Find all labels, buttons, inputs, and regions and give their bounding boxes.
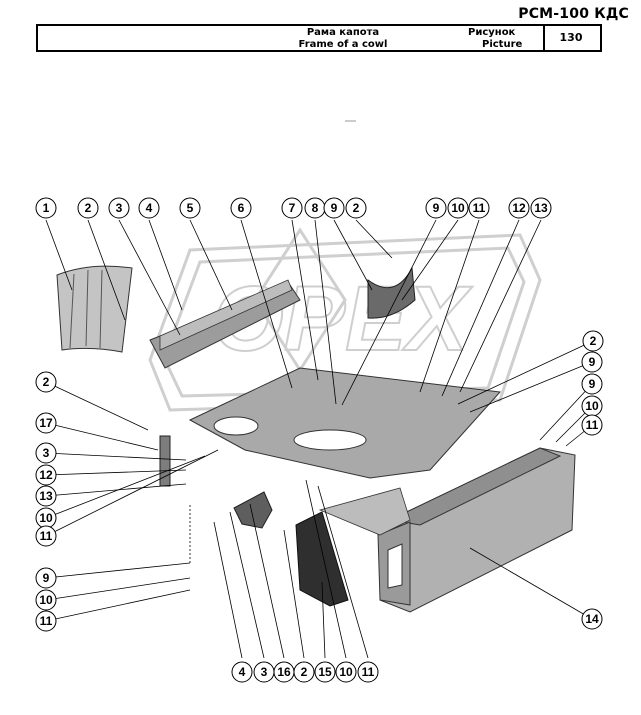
svg-text:6: 6 xyxy=(238,201,245,215)
callout-left-13: 13 xyxy=(35,485,57,507)
svg-text:10: 10 xyxy=(585,399,599,413)
leader-lines xyxy=(45,219,594,659)
part-15-side-panel xyxy=(295,511,349,607)
svg-text:11: 11 xyxy=(362,665,375,679)
callout-left-3: 3 xyxy=(35,442,57,464)
callout-left-17: 17 xyxy=(35,412,57,434)
part-16-plate xyxy=(233,491,273,529)
svg-text:10: 10 xyxy=(39,593,53,607)
callout-bottom-16: 16 xyxy=(273,661,295,683)
callout-top-10: 10 xyxy=(447,197,469,219)
callout-top-9: 9 xyxy=(323,197,345,219)
svg-text:13: 13 xyxy=(39,489,53,503)
callout-top-13: 13 xyxy=(530,197,552,219)
title-en: Frame of a cowl xyxy=(298,39,388,50)
svg-text:7: 7 xyxy=(289,201,296,215)
svg-text:13: 13 xyxy=(534,201,548,215)
svg-text:16: 16 xyxy=(277,665,291,679)
part-14-housing xyxy=(318,447,576,613)
svg-text:8: 8 xyxy=(312,201,319,215)
callout-bottom-10: 10 xyxy=(335,661,357,683)
callout-bottom-2: 2 xyxy=(293,661,315,683)
svg-text:3: 3 xyxy=(116,201,123,215)
callout-top-8: 8 xyxy=(304,197,326,219)
model-code: РСМ-100 КДС xyxy=(518,6,629,22)
callout-right-10: 10 xyxy=(581,395,603,417)
svg-text:11: 11 xyxy=(586,418,599,432)
callout-left-10b: 10 xyxy=(35,589,57,611)
part-6-main-plate xyxy=(188,367,502,479)
callouts: 1 2 3 4 5 6 7 8 9 2 9 10 11 12 13 2 9 9 … xyxy=(35,197,604,683)
callout-right-2: 2 xyxy=(582,330,604,352)
part-8-bracket xyxy=(367,266,416,319)
callout-right-14: 14 xyxy=(581,608,603,630)
callout-top-5: 5 xyxy=(179,197,201,219)
callout-bottom-11: 11 xyxy=(357,661,379,683)
svg-text:5: 5 xyxy=(187,201,194,215)
callout-top-1: 1 xyxy=(35,197,57,219)
svg-text:10: 10 xyxy=(339,665,353,679)
svg-text:4: 4 xyxy=(239,665,246,679)
svg-text:2: 2 xyxy=(353,201,360,215)
picture-label-ru: Рисунок xyxy=(468,27,516,38)
svg-text:10: 10 xyxy=(39,511,53,525)
callout-top-12: 12 xyxy=(508,197,530,219)
callout-bottom-3: 3 xyxy=(253,661,275,683)
svg-text:14: 14 xyxy=(585,612,599,626)
svg-text:9: 9 xyxy=(589,377,596,391)
svg-text:2: 2 xyxy=(590,334,597,348)
picture-number: 130 xyxy=(559,31,583,44)
callout-left-10a: 10 xyxy=(35,507,57,529)
svg-text:12: 12 xyxy=(512,201,526,215)
callout-left-11a: 11 xyxy=(35,525,57,547)
svg-text:2: 2 xyxy=(43,375,50,389)
callout-left-11b: 11 xyxy=(35,610,57,632)
svg-text:17: 17 xyxy=(39,416,53,430)
picture-label-en: Picture xyxy=(482,39,523,50)
callout-bottom-15: 15 xyxy=(314,661,336,683)
svg-text:4: 4 xyxy=(146,201,153,215)
title-divider xyxy=(543,26,545,50)
callout-left-12: 12 xyxy=(35,464,57,486)
callout-top-6: 6 xyxy=(230,197,252,219)
svg-text:2: 2 xyxy=(85,201,92,215)
svg-text:9: 9 xyxy=(43,571,50,585)
callout-right-11: 11 xyxy=(581,414,603,436)
svg-text:3: 3 xyxy=(43,446,50,460)
svg-text:10: 10 xyxy=(451,201,465,215)
callout-top-4: 4 xyxy=(138,197,160,219)
svg-text:9: 9 xyxy=(331,201,338,215)
title-ru: Рама капота xyxy=(306,27,380,38)
callout-top-7: 7 xyxy=(281,197,303,219)
svg-text:2: 2 xyxy=(301,665,308,679)
callout-top-11: 11 xyxy=(468,197,490,219)
svg-text:11: 11 xyxy=(40,614,53,628)
callout-top-2b: 2 xyxy=(345,197,367,219)
svg-text:12: 12 xyxy=(39,468,53,482)
svg-text:1: 1 xyxy=(43,201,50,215)
callout-top-2: 2 xyxy=(77,197,99,219)
svg-text:15: 15 xyxy=(318,665,332,679)
svg-text:3: 3 xyxy=(261,665,268,679)
callout-bottom-4: 4 xyxy=(231,661,253,683)
svg-text:9: 9 xyxy=(433,201,440,215)
title-block: Рама капота Frame of a cowl Рисунок Pict… xyxy=(36,24,602,52)
callout-top-3: 3 xyxy=(108,197,130,219)
callout-top-9b: 9 xyxy=(425,197,447,219)
callout-right-9b: 9 xyxy=(581,373,603,395)
callout-left-9: 9 xyxy=(35,567,57,589)
callout-left-2: 2 xyxy=(35,371,57,393)
svg-text:11: 11 xyxy=(40,529,53,543)
part-5-trough xyxy=(149,279,301,369)
svg-text:11: 11 xyxy=(473,201,486,215)
svg-text:9: 9 xyxy=(589,355,596,369)
callout-right-9a: 9 xyxy=(581,351,603,373)
